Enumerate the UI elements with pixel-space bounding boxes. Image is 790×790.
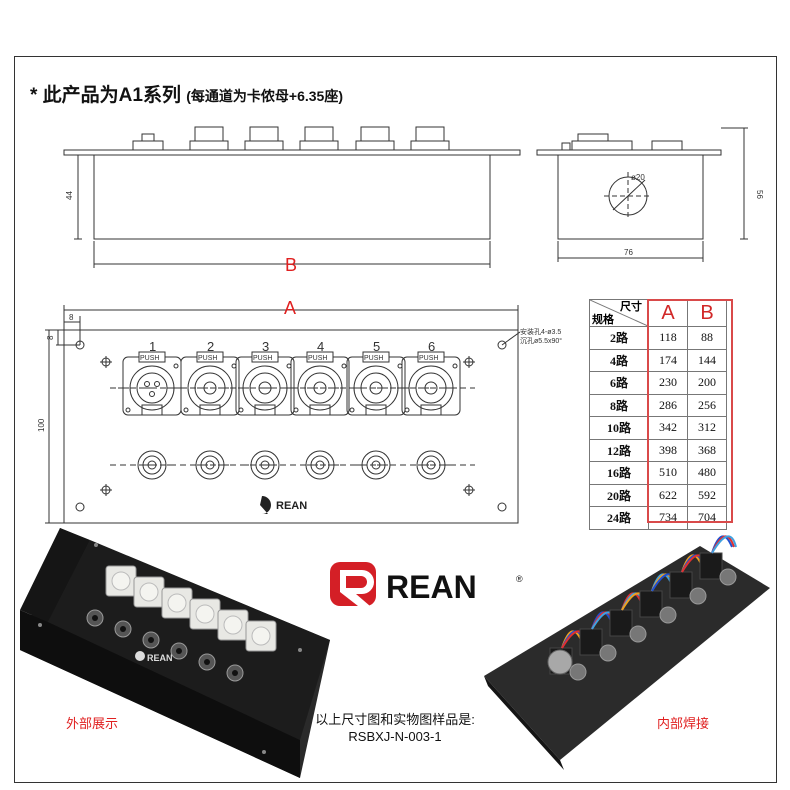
side-box bbox=[557, 154, 704, 240]
exterior-photo: REAN bbox=[20, 528, 330, 778]
value-a: 286 bbox=[648, 393, 688, 417]
exterior-logo: REAN bbox=[135, 651, 173, 663]
brand-name: REAN bbox=[386, 569, 477, 605]
brand-reg: ® bbox=[516, 574, 523, 584]
row-label: 16路 bbox=[589, 461, 649, 485]
dim-56: 56 bbox=[755, 190, 764, 199]
corner-bottom-label: 规格 bbox=[592, 312, 615, 326]
dim-100: 100 bbox=[37, 418, 46, 432]
title-main: * 此产品为A1系列 bbox=[30, 85, 181, 106]
push-label: PUSH bbox=[140, 355, 159, 362]
push-label: PUSH bbox=[419, 355, 438, 362]
dim-8-top: 8 bbox=[69, 313, 74, 322]
svg-text:REAN: REAN bbox=[276, 500, 307, 512]
dim-hole: ø20 bbox=[631, 173, 645, 182]
push-label: PUSH bbox=[198, 355, 217, 362]
value-b: 256 bbox=[687, 393, 727, 417]
model-caption-line1: 以上尺寸图和实物图样品是: bbox=[315, 712, 475, 727]
svg-text:REAN: REAN bbox=[147, 653, 173, 663]
push-label: PUSH bbox=[253, 355, 272, 362]
front-xlr-top bbox=[132, 133, 164, 151]
interior-caption: 内部焊接 bbox=[657, 716, 710, 731]
value-b: 312 bbox=[687, 416, 727, 440]
channel-number: 4 bbox=[317, 339, 324, 354]
model-caption-line2: RSBXJ-N-003-1 bbox=[348, 729, 442, 744]
dim-8-left: 8 bbox=[46, 335, 55, 340]
interior-photo bbox=[484, 535, 770, 770]
dim-44: 44 bbox=[65, 191, 74, 200]
front-box bbox=[93, 154, 491, 240]
push-label: PUSH bbox=[308, 355, 327, 362]
channel-number: 2 bbox=[207, 339, 214, 354]
model-caption: 以上尺寸图和实物图样品是: RSBXJ-N-003-1 bbox=[290, 711, 500, 745]
channel-number: 1 bbox=[149, 339, 156, 354]
dim-76: 76 bbox=[624, 248, 633, 257]
brand-logo: REAN ® bbox=[330, 556, 530, 621]
push-label: PUSH bbox=[364, 355, 383, 362]
front-connector-tops bbox=[189, 126, 450, 151]
panel-logo: REAN bbox=[260, 496, 307, 514]
value-a: 734 bbox=[648, 506, 688, 530]
corner-top-label: 尺寸 bbox=[620, 300, 642, 313]
outer-frame bbox=[14, 56, 777, 783]
table-corner: 尺寸 规格 bbox=[589, 299, 649, 327]
channel-number: 6 bbox=[428, 339, 435, 354]
value-b: 200 bbox=[687, 371, 727, 395]
channel-number: 5 bbox=[373, 339, 380, 354]
value-a: 398 bbox=[648, 438, 688, 462]
product-title: * 此产品为A1系列 (每通道为卡侬母+6.35座) bbox=[30, 80, 343, 107]
value-b: 592 bbox=[687, 483, 727, 507]
panel-outline bbox=[63, 329, 519, 524]
label-a: A bbox=[284, 298, 296, 318]
mount-note-2: 沉孔ø5.5x90° bbox=[520, 337, 562, 345]
value-a: 174 bbox=[648, 348, 688, 372]
label-b: B bbox=[285, 255, 297, 275]
channel-number: 3 bbox=[262, 339, 269, 354]
value-b: 704 bbox=[687, 506, 727, 530]
mount-note-1: 安装孔4-ø3.5 bbox=[520, 327, 561, 336]
title-sub: (每通道为卡侬母+6.35座) bbox=[186, 88, 343, 104]
exterior-caption: 外部展示 bbox=[66, 716, 119, 731]
value-a: 342 bbox=[648, 416, 688, 440]
